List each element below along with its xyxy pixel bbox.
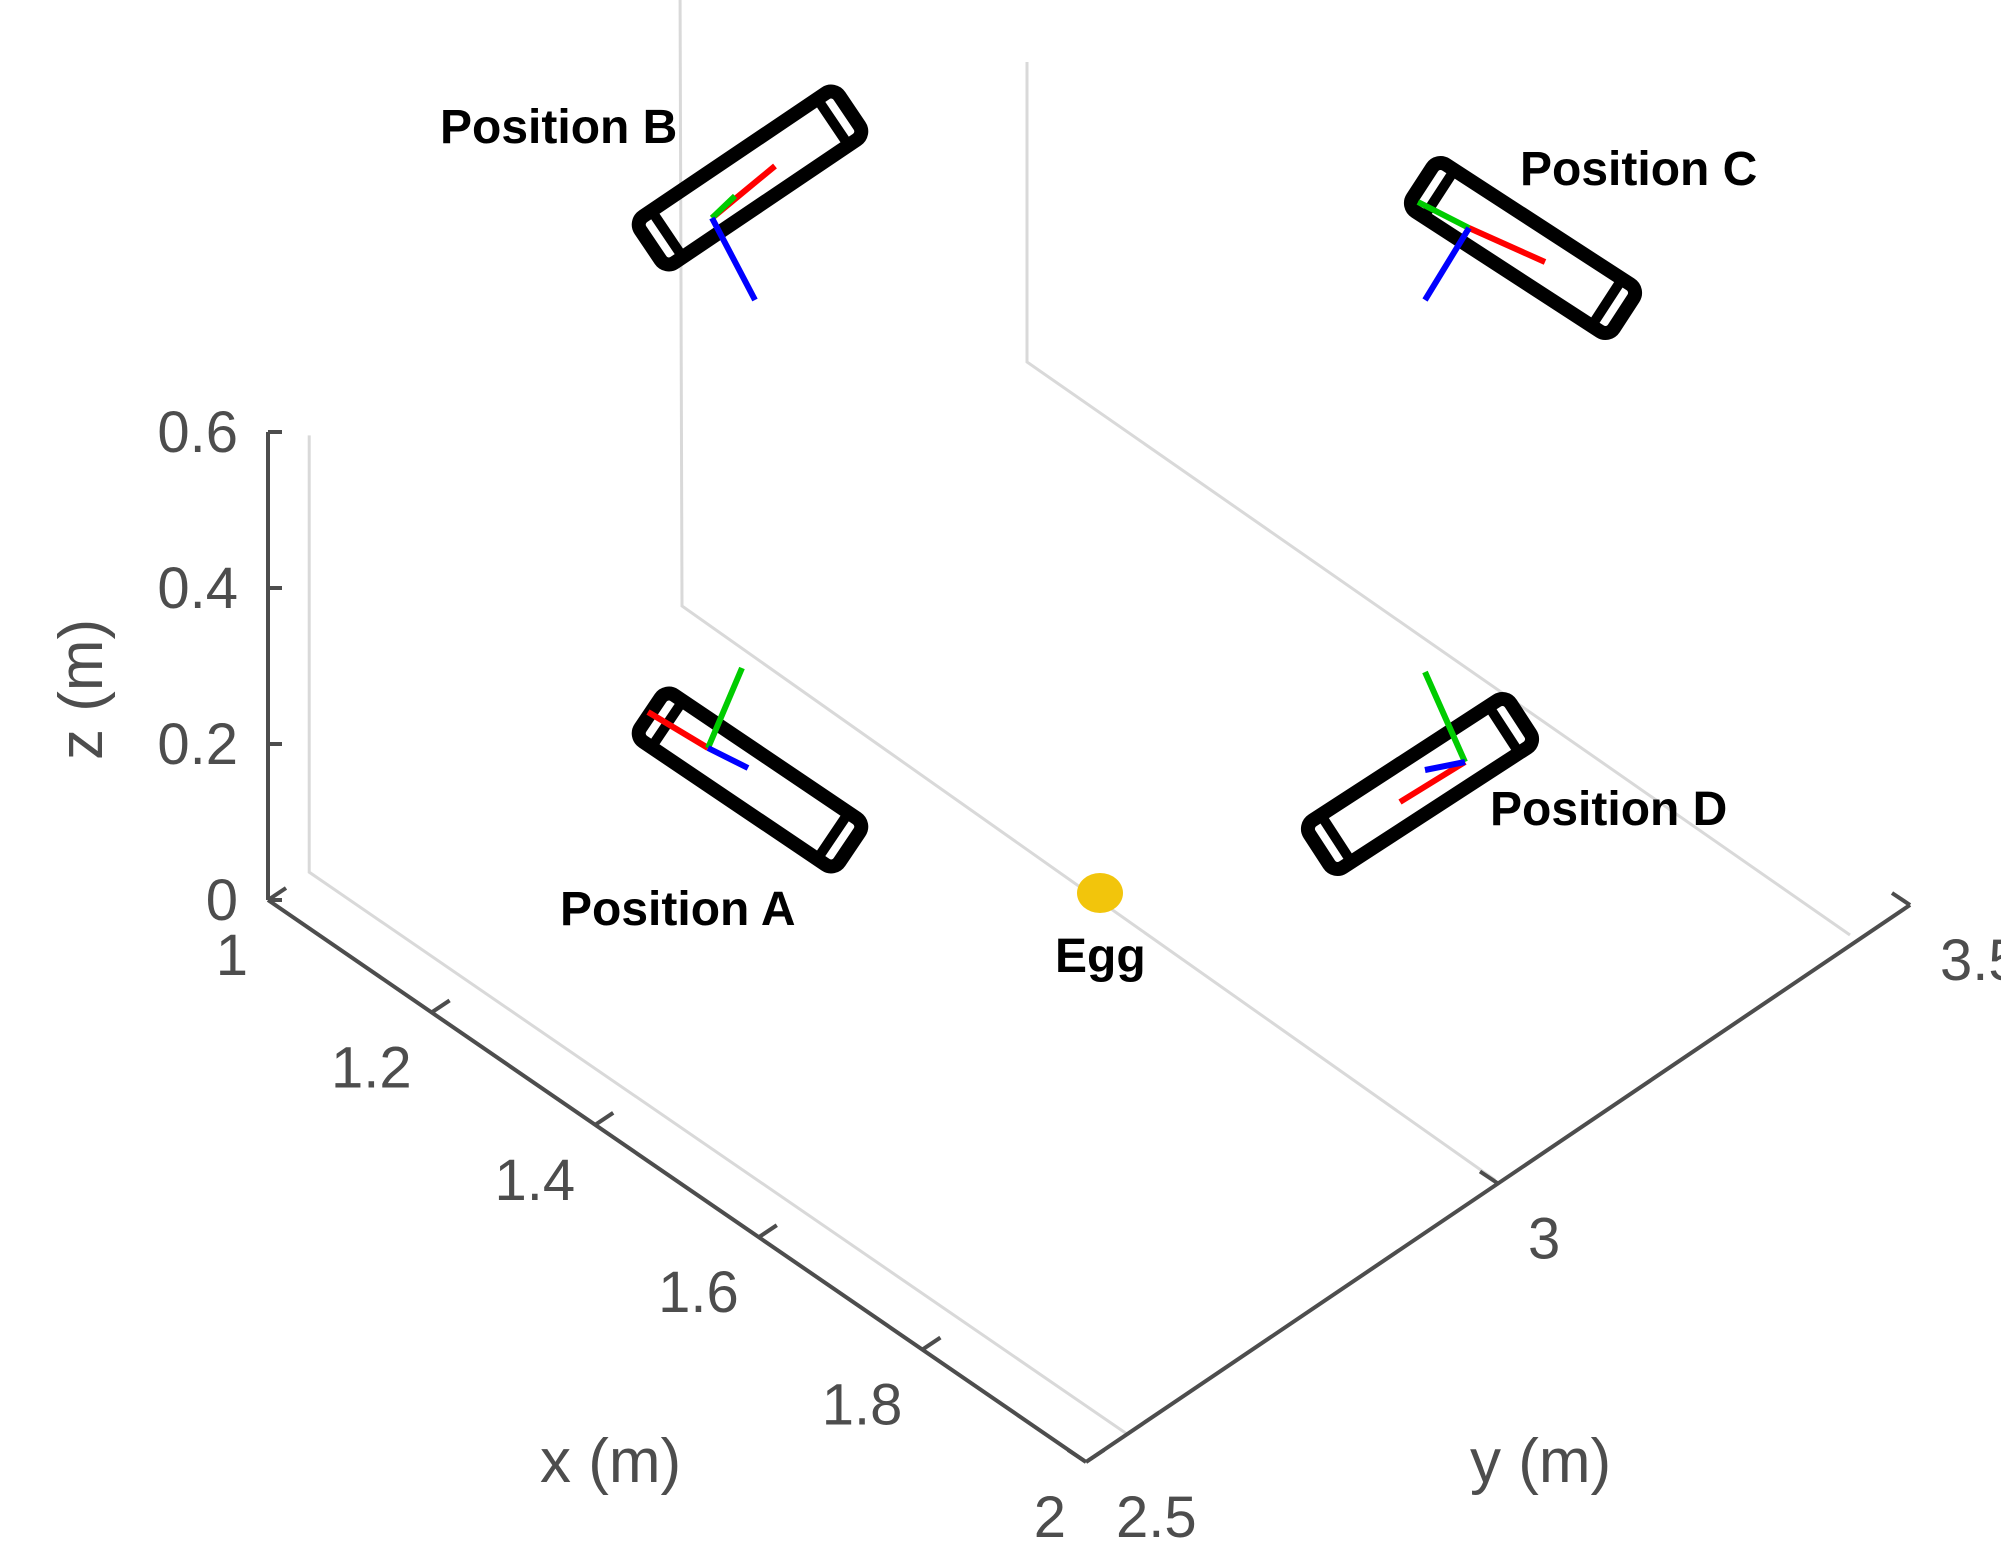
y-tick-label: 3.5 bbox=[1940, 928, 2001, 993]
frame-x-axis bbox=[1398, 759, 1467, 805]
camera-lens-edge bbox=[813, 96, 853, 149]
y-tick-mark bbox=[1890, 891, 1912, 907]
frame-y-axis bbox=[1422, 670, 1468, 764]
x-tick-label: 1.8 bbox=[822, 1373, 903, 1438]
x-tick-label: 1 bbox=[216, 923, 248, 988]
egg-label: Egg bbox=[1055, 930, 1146, 983]
guide-line bbox=[307, 435, 1129, 1436]
frame-y-axis bbox=[709, 193, 738, 221]
y-tick-mark bbox=[1478, 1169, 1500, 1186]
x-axis-label: x (m) bbox=[540, 1427, 681, 1496]
frame-y-axis bbox=[705, 666, 745, 750]
position-label: Position B bbox=[440, 101, 677, 154]
frame-y-axis bbox=[1416, 199, 1471, 231]
camera-body bbox=[631, 84, 869, 272]
position-label: Position C bbox=[1520, 143, 1757, 196]
frame-z-axis bbox=[709, 216, 758, 302]
camera-body bbox=[631, 686, 869, 874]
x-tick-mark bbox=[266, 886, 288, 902]
x-tick-mark bbox=[594, 1111, 615, 1127]
camera-outline bbox=[1403, 155, 1643, 341]
camera-lens-edge bbox=[1316, 812, 1356, 865]
y-tick-label: 2.5 bbox=[1116, 1485, 1197, 1547]
x-tick-mark bbox=[921, 1335, 942, 1352]
camera-lens-edge bbox=[1484, 703, 1524, 756]
guide-line bbox=[1025, 62, 1851, 937]
frame-z-axis bbox=[1424, 759, 1466, 773]
x-tick-label: 1.6 bbox=[658, 1260, 739, 1325]
position-label: Position D bbox=[1490, 783, 1727, 836]
x-axis-line bbox=[266, 898, 1088, 1464]
z-axis-label: z (m) bbox=[47, 619, 116, 760]
x-tick-mark bbox=[1084, 1448, 1106, 1464]
z-tick-label: 0.6 bbox=[157, 400, 238, 465]
y-tick-label: 3 bbox=[1528, 1207, 1560, 1272]
z-tick-label: 0.4 bbox=[157, 556, 238, 621]
x-tick-label: 1.2 bbox=[331, 1035, 412, 1100]
egg-layer: Egg bbox=[1055, 873, 1146, 983]
egg-marker bbox=[1077, 873, 1123, 913]
frame-z-axis bbox=[706, 745, 750, 771]
axis-ticks: 0 0.2 0.4 0.6 1 1.2 1.4 1.6 1.8 2 2.5 3 3.5 bbox=[157, 400, 2001, 1547]
frame-z-axis bbox=[1422, 226, 1472, 302]
z-tick-label: 0 bbox=[206, 868, 238, 933]
x-tick-mark bbox=[757, 1223, 778, 1239]
position-label: Position A bbox=[560, 883, 796, 936]
projection-guide-lines bbox=[307, 0, 1851, 1436]
y-axis-label: y (m) bbox=[1470, 1427, 1611, 1496]
camera-body bbox=[1300, 691, 1540, 877]
x-tick-label: 2 bbox=[1034, 1485, 1066, 1547]
frame-x-axis bbox=[646, 709, 710, 751]
x-tick-mark bbox=[430, 998, 451, 1015]
camera-lens-edge bbox=[647, 207, 687, 260]
camera-lens-edge bbox=[1587, 276, 1627, 329]
y-tick-mark bbox=[1066, 1448, 1088, 1464]
frame-x-axis bbox=[1467, 225, 1547, 265]
x-tick-label: 1.4 bbox=[495, 1148, 576, 1213]
camera-lens-edge bbox=[813, 809, 853, 862]
camera-poses: Position A Position B Position C Position D bbox=[440, 84, 1757, 936]
camera-outline bbox=[631, 84, 869, 272]
camera-outline bbox=[1300, 691, 1540, 877]
z-tick-label: 0.2 bbox=[157, 712, 238, 777]
